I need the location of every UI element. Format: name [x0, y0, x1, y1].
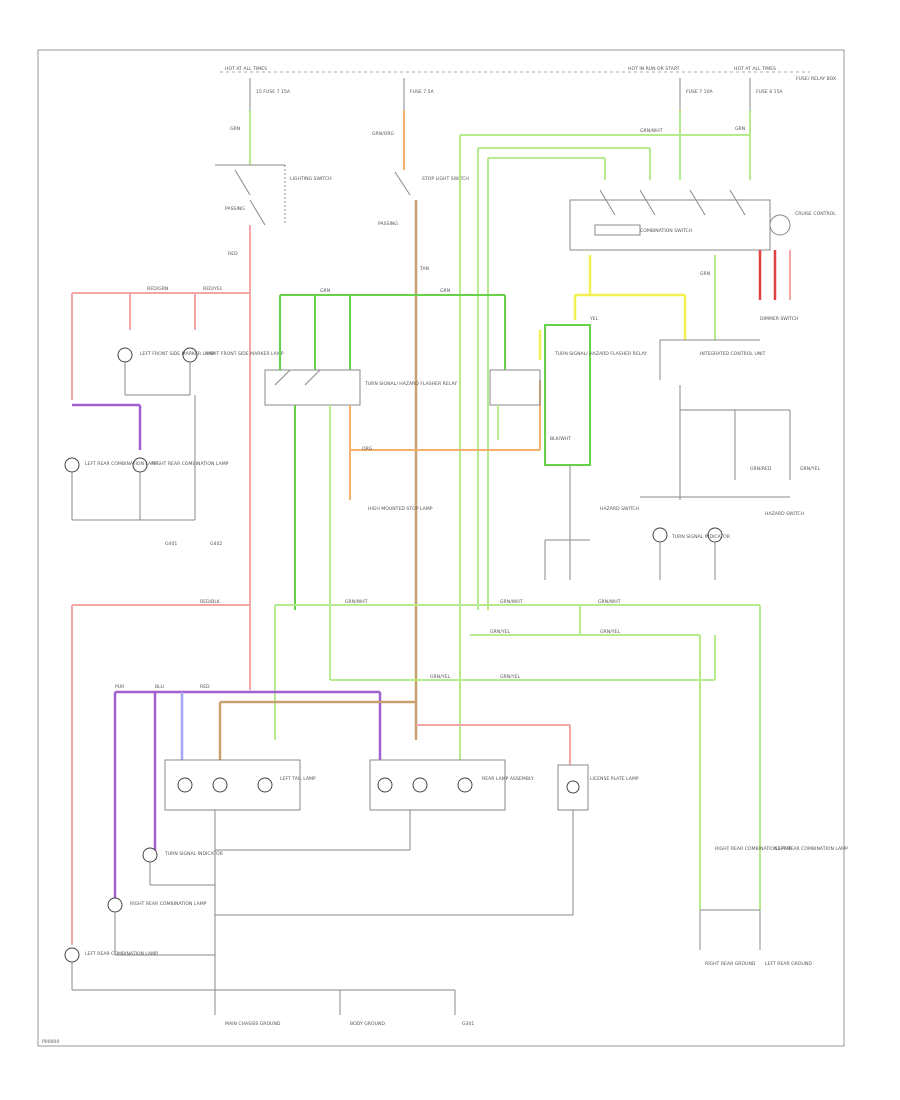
svg-text:RED: RED: [228, 251, 238, 257]
label-fuse-block: FUSE/ RELAY BOX: [796, 76, 836, 82]
label-stop-switch: STOP LIGHT SWITCH: [422, 176, 469, 182]
svg-text:GRN/YEL: GRN/YEL: [500, 674, 520, 680]
svg-text:TURN SIGNAL INDICATOR: TURN SIGNAL INDICATOR: [671, 534, 731, 540]
label-hazard-sw: HAZARD SWITCH: [765, 511, 804, 517]
fuse-label-3: FUSE 7 10A: [686, 89, 714, 95]
svg-text:BLK/WHT: BLK/WHT: [550, 436, 571, 442]
label-dimmer: DIMMER SWITCH: [760, 316, 798, 322]
svg-text:RIGHT REAR COMBINATION LAMP: RIGHT REAR COMBINATION LAMP: [715, 846, 792, 852]
svg-text:ORG: ORG: [362, 446, 373, 452]
svg-text:GRN: GRN: [700, 271, 710, 277]
fuse-label-2: FUSE 7.5A: [410, 89, 435, 95]
footer-label: P00000: [42, 1039, 59, 1045]
svg-text:GRN/WHT: GRN/WHT: [500, 599, 523, 605]
label-hot-all: HOT AT ALL TIMES: [225, 66, 267, 72]
svg-text:GRN: GRN: [320, 288, 330, 294]
fuse-label-1: 15 FUSE 7 15A: [256, 89, 291, 95]
svg-text:BLU: BLU: [155, 684, 164, 690]
svg-text:HAZARD SWITCH: HAZARD SWITCH: [600, 506, 639, 512]
svg-text:TURN SIGNAL/ HAZARD FLASHER RE: TURN SIGNAL/ HAZARD FLASHER RELAY: [554, 351, 647, 357]
svg-text:G402: G402: [210, 541, 222, 547]
label-turn-relay-left: TURN SIGNAL/ HAZARD FLASHER RELAY: [364, 381, 457, 387]
svg-text:LEFT REAR COMBINATION LAMP: LEFT REAR COMBINATION LAMP: [85, 461, 158, 467]
label-hot-acc: HOT AT ALL TIMES: [734, 66, 776, 72]
svg-text:PUR: PUR: [115, 684, 125, 690]
svg-text:RED/GRN: RED/GRN: [147, 286, 168, 292]
svg-text:GRN: GRN: [440, 288, 450, 294]
svg-text:G301: G301: [462, 1021, 474, 1027]
fuse-label-4: FUSE 8 15A: [756, 89, 784, 95]
svg-text:GRN: GRN: [230, 126, 240, 132]
svg-text:LEFT REAR COMBINATION LAMP: LEFT REAR COMBINATION LAMP: [775, 846, 848, 852]
svg-text:RED/BLK: RED/BLK: [200, 599, 221, 605]
svg-text:GRN/WHT: GRN/WHT: [345, 599, 368, 605]
svg-text:YEL: YEL: [589, 316, 599, 322]
svg-text:PASSING: PASSING: [378, 221, 398, 227]
svg-text:BODY GROUND: BODY GROUND: [350, 1021, 385, 1027]
svg-text:TURN SIGNAL INDICATOR: TURN SIGNAL INDICATOR: [164, 851, 224, 857]
label-rh-lamp-1: LEFT FRONT SIDE MARKER LAMP: [140, 351, 215, 357]
svg-text:GRN/WHT: GRN/WHT: [598, 599, 621, 605]
svg-text:GRN/ORG: GRN/ORG: [372, 131, 395, 137]
diagram-frame: [37, 49, 845, 1047]
label-license: LICENSE PLATE LAMP: [590, 776, 639, 782]
label-integration: INTEGRATED CONTROL UNIT: [700, 351, 766, 357]
svg-text:RED: RED: [200, 684, 210, 690]
svg-text:GRN/RED: GRN/RED: [750, 466, 772, 472]
svg-text:GRN/WHT: GRN/WHT: [640, 128, 663, 134]
svg-text:GRN/YEL: GRN/YEL: [430, 674, 450, 680]
svg-text:GRN/YEL: GRN/YEL: [600, 629, 620, 635]
svg-text:GRN/YEL: GRN/YEL: [490, 629, 510, 635]
svg-text:LEFT REAR COMBINATION LAMP: LEFT REAR COMBINATION LAMP: [85, 951, 158, 957]
svg-text:TAN: TAN: [419, 266, 429, 272]
label-tail-lamp: LEFT TAIL LAMP: [280, 776, 316, 782]
svg-text:GRN: GRN: [735, 126, 745, 132]
label-hi-mount: HIGH MOUNTED STOP LAMP: [368, 506, 433, 512]
label-rh-lamp-2: RIGHT FRONT SIDE MARKER LAMP: [205, 351, 284, 357]
svg-text:PASSING: PASSING: [225, 206, 245, 212]
svg-text:GRN/YEL: GRN/YEL: [800, 466, 820, 472]
svg-text:G401: G401: [165, 541, 177, 547]
label-combination: COMBINATION SWITCH: [640, 228, 692, 234]
svg-text:MAIN CHASSIS GROUND: MAIN CHASSIS GROUND: [225, 1021, 281, 1027]
label-lighting-switch: LIGHTING SWITCH: [290, 176, 332, 182]
svg-text:RED/YEL: RED/YEL: [203, 286, 223, 292]
svg-text:RIGHT REAR COMBINATION LAMP: RIGHT REAR COMBINATION LAMP: [130, 901, 207, 907]
label-cruise: CRUISE CONTROL: [795, 211, 836, 217]
svg-text:LEFT REAR GROUND: LEFT REAR GROUND: [765, 961, 812, 967]
svg-text:RIGHT REAR GROUND: RIGHT REAR GROUND: [705, 961, 756, 967]
label-hot-run: HOT IN RUN OR START: [628, 66, 680, 72]
svg-text:RIGHT REAR COMBINATION LAMP: RIGHT REAR COMBINATION LAMP: [152, 461, 229, 467]
label-rear-lamps: REAR LAMP ASSEMBLY: [482, 776, 534, 782]
